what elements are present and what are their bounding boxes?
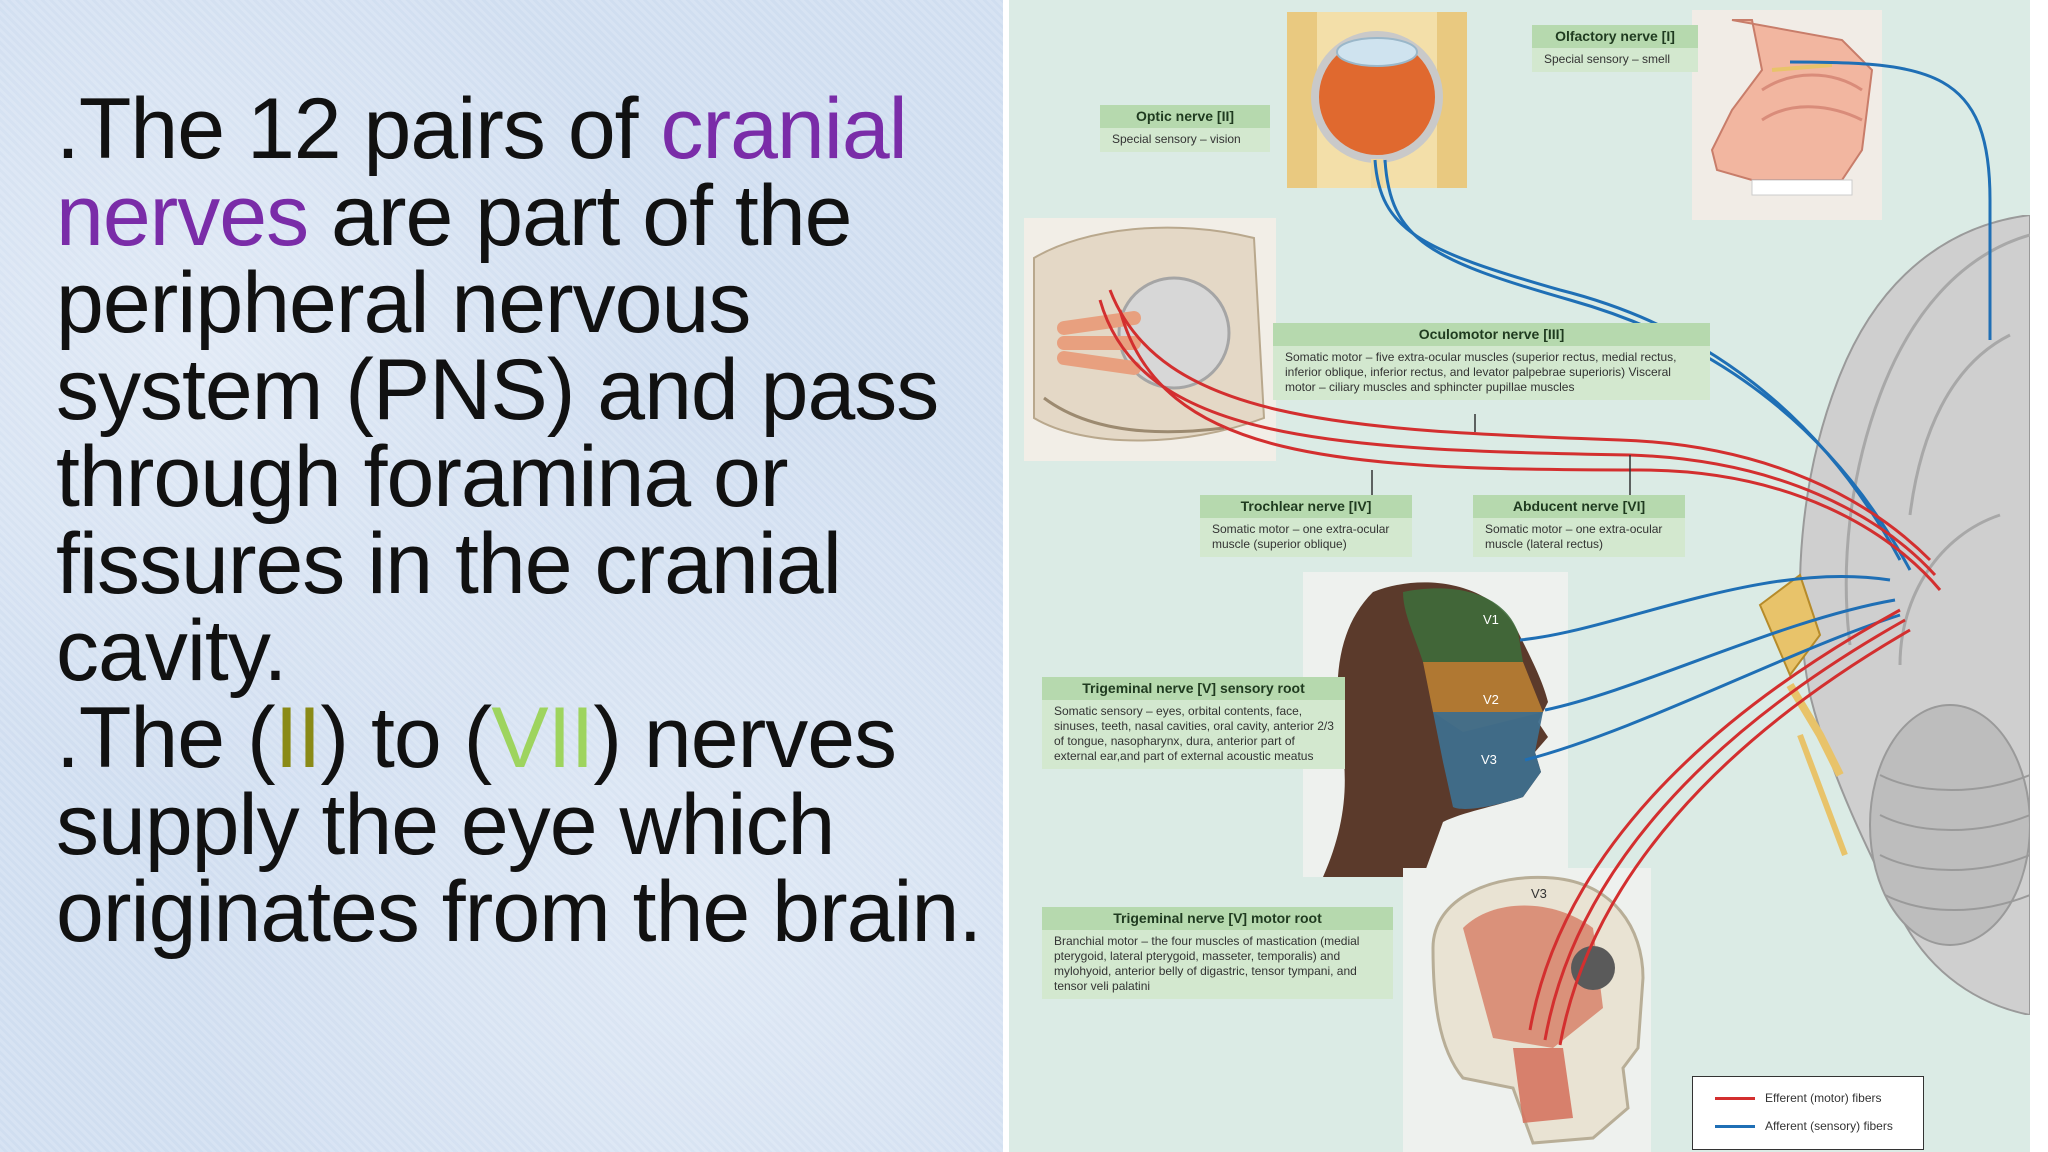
nerve-ii-highlight: II bbox=[274, 690, 322, 786]
trochlear-nerve-desc: Somatic motor – one extra-ocular muscle … bbox=[1212, 522, 1390, 551]
slide-body: .The 12 pairs of cranial nerves are part… bbox=[56, 86, 986, 956]
v3-skull-label: V3 bbox=[1531, 886, 1547, 901]
afferent-swatch bbox=[1715, 1124, 1755, 1128]
p2-text-middle: ) to ( bbox=[320, 690, 492, 786]
olfactory-nerve-title: Olfactory nerve [I] bbox=[1532, 25, 1698, 48]
afferent-label: Afferent (sensory) fibers bbox=[1765, 1119, 1893, 1133]
efferent-label: Efferent (motor) fibers bbox=[1765, 1091, 1882, 1105]
legend-efferent: Efferent (motor) fibers bbox=[1715, 1091, 1881, 1105]
olfactory-nerve-label: Olfactory nerve [I] Special sensory – sm… bbox=[1532, 25, 1698, 72]
brain-illustration bbox=[1758, 215, 2030, 1015]
skull-illustration: V3 bbox=[1403, 868, 1651, 1152]
optic-nerve-label: Optic nerve [II] Special sensory – visio… bbox=[1100, 105, 1270, 152]
optic-nerve-desc: Special sensory – vision bbox=[1112, 132, 1241, 146]
trigeminal-motor-desc: Branchial motor – the four muscles of ma… bbox=[1054, 934, 1360, 993]
abducent-nerve-title: Abducent nerve [VI] bbox=[1473, 495, 1685, 518]
v2-label: V2 bbox=[1483, 692, 1499, 707]
v3-label: V3 bbox=[1481, 752, 1497, 767]
v1-label: V1 bbox=[1483, 612, 1499, 627]
nerve-vii-highlight: VII bbox=[491, 690, 594, 786]
nasal-cavity-illustration bbox=[1692, 10, 1882, 220]
trigeminal-sensory-label: Trigeminal nerve [V] sensory root Somati… bbox=[1042, 677, 1345, 769]
figure-edge bbox=[2030, 0, 2048, 1152]
trigeminal-motor-title: Trigeminal nerve [V] motor root bbox=[1042, 907, 1393, 930]
p1-text-start: .The 12 pairs of bbox=[56, 81, 661, 177]
abducent-nerve-label: Abducent nerve [VI] Somatic motor – one … bbox=[1473, 495, 1685, 557]
paragraph-1: .The 12 pairs of cranial nerves are part… bbox=[56, 86, 986, 695]
abducent-nerve-desc: Somatic motor – one extra-ocular muscle … bbox=[1485, 522, 1663, 551]
head-profile-illustration: V1 V2 V3 bbox=[1303, 572, 1568, 877]
text-panel: .The 12 pairs of cranial nerves are part… bbox=[0, 0, 1003, 1152]
fiber-legend: Efferent (motor) fibers Afferent (sensor… bbox=[1692, 1076, 1924, 1150]
optic-nerve-title: Optic nerve [II] bbox=[1100, 105, 1270, 128]
trochlear-nerve-label: Trochlear nerve [IV] Somatic motor – one… bbox=[1200, 495, 1412, 557]
oculomotor-nerve-desc: Somatic motor – five extra-ocular muscle… bbox=[1285, 350, 1677, 394]
trochlear-nerve-title: Trochlear nerve [IV] bbox=[1200, 495, 1412, 518]
oculomotor-nerve-title: Oculomotor nerve [III] bbox=[1273, 323, 1710, 346]
legend-afferent: Afferent (sensory) fibers bbox=[1715, 1119, 1893, 1133]
p2-text-end: ) nerves supply the eye which originates… bbox=[56, 690, 982, 960]
oculomotor-nerve-label: Oculomotor nerve [III] Somatic motor – f… bbox=[1273, 323, 1710, 400]
paragraph-2: .The (II) to (VII) nerves supply the eye… bbox=[56, 695, 986, 956]
trigeminal-sensory-desc: Somatic sensory – eyes, orbital contents… bbox=[1054, 704, 1334, 763]
panel-divider bbox=[1003, 0, 1009, 1152]
efferent-swatch bbox=[1715, 1096, 1755, 1100]
p1-text-end: are part of the peripheral nervous syste… bbox=[56, 168, 939, 699]
olfactory-nerve-desc: Special sensory – smell bbox=[1544, 52, 1671, 66]
eyeball-illustration bbox=[1287, 12, 1467, 188]
p2-text-start: .The ( bbox=[56, 690, 276, 786]
cranial-nerves-highlight: cranial nerves bbox=[56, 81, 908, 264]
trigeminal-motor-label: Trigeminal nerve [V] motor root Branchia… bbox=[1042, 907, 1393, 999]
trigeminal-sensory-title: Trigeminal nerve [V] sensory root bbox=[1042, 677, 1345, 700]
